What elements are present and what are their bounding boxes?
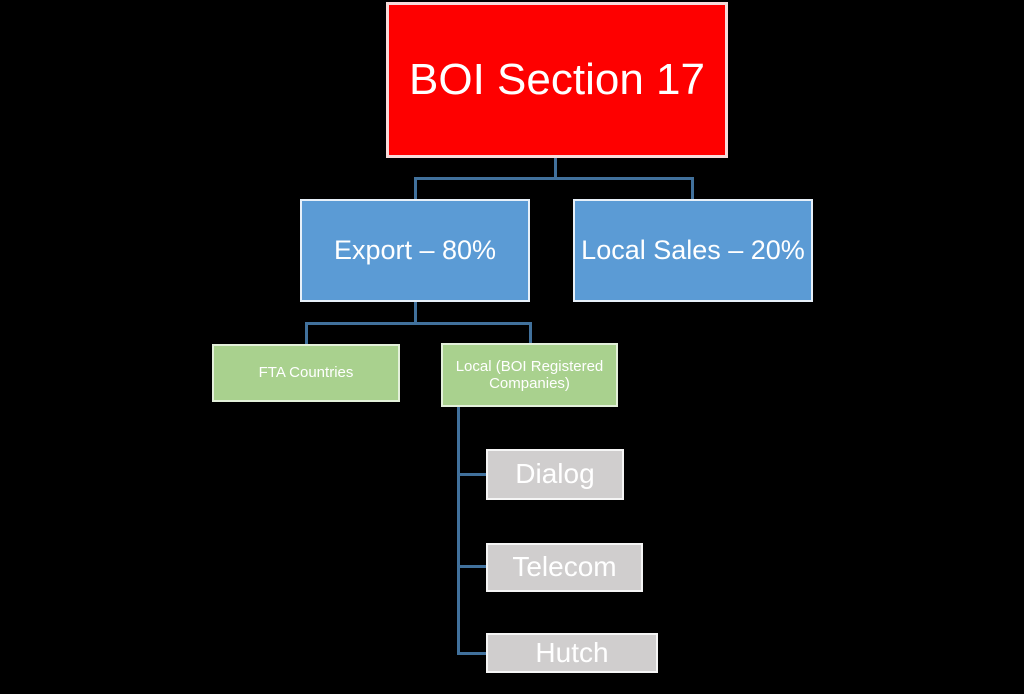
connector-elbow-telecom [457,565,486,568]
connector-export-to-fta [305,322,308,344]
connector-root-to-export [414,177,417,200]
node-telecom: Telecom [486,543,643,592]
connector-elbow-dialog [457,473,486,476]
connector-root-to-local-sales [691,177,694,200]
node-fta-countries: FTA Countries [212,344,400,402]
connector-export-crossbar [305,322,532,325]
node-local-sales-20: Local Sales – 20% [573,199,813,302]
node-boi-section-17: BOI Section 17 [386,2,728,158]
node-local-boi-registered: Local (BOI Registered Companies) [441,343,618,407]
connector-local-boi-vertical [457,406,460,655]
connector-elbow-hutch [457,652,486,655]
connector-root-crossbar [414,177,694,180]
node-export-80: Export – 80% [300,199,530,302]
connector-export-stub [414,301,417,323]
node-dialog: Dialog [486,449,624,500]
connector-export-to-local-boi [529,322,532,343]
node-hutch: Hutch [486,633,658,673]
connector-root-stub [554,158,557,178]
